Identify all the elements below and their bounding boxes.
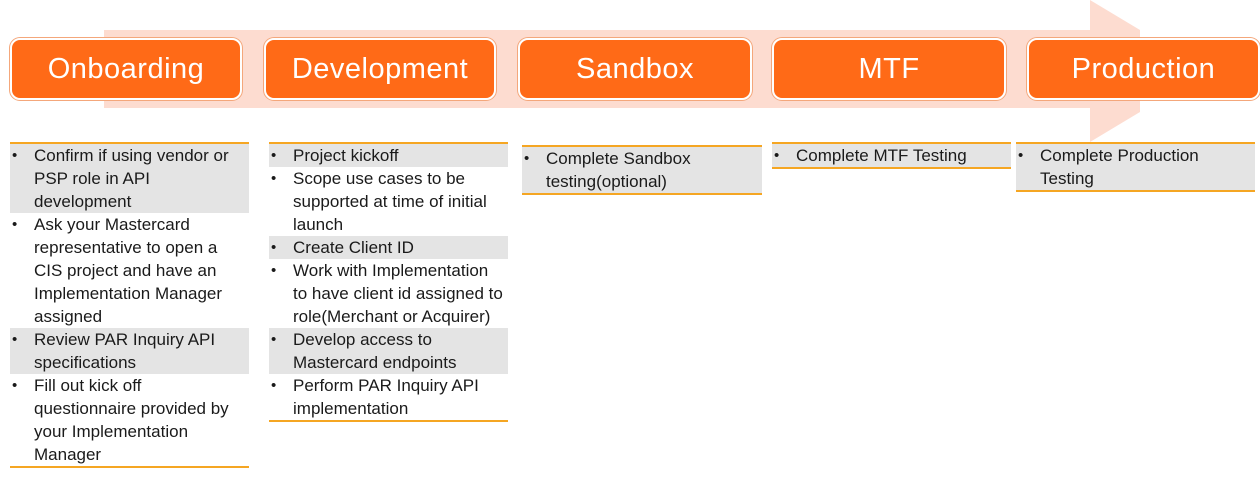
production-tasks: Complete Production Testing — [1016, 142, 1255, 192]
stage-onboarding: Onboarding — [10, 38, 242, 100]
task-item: Confirm if using vendor or PSP role in A… — [10, 144, 249, 213]
task-item: Ask your Mastercard representative to op… — [10, 213, 249, 328]
stage-label: Production — [1071, 52, 1216, 85]
stage-sandbox: Sandbox — [518, 38, 752, 100]
stage-production: Production — [1027, 38, 1260, 100]
task-item: Complete Production Testing — [1016, 144, 1255, 190]
task-item: Scope use cases to be supported at time … — [269, 167, 508, 236]
sandbox-tasks: Complete Sandbox testing(optional) — [522, 145, 762, 195]
task-item: Create Client ID — [269, 236, 508, 259]
mtf-tasks: Complete MTF Testing — [772, 142, 1011, 169]
task-item: Complete MTF Testing — [772, 144, 1011, 167]
development-tasks: Project kickoff Scope use cases to be su… — [269, 142, 508, 422]
stage-label: Sandbox — [576, 52, 694, 85]
task-item: Perform PAR Inquiry API implementation — [269, 374, 508, 420]
task-item: Review PAR Inquiry API specifications — [10, 328, 249, 374]
stage-label: Onboarding — [47, 52, 205, 85]
task-item: Fill out kick off questionnaire provided… — [10, 374, 249, 466]
onboarding-tasks: Confirm if using vendor or PSP role in A… — [10, 142, 249, 468]
stage-mtf: MTF — [772, 38, 1006, 100]
task-item: Develop access to Mastercard endpoints — [269, 328, 508, 374]
task-item: Work with Implementation to have client … — [269, 259, 508, 328]
stage-development: Development — [264, 38, 496, 100]
stage-label: Development — [291, 52, 469, 85]
task-item: Project kickoff — [269, 144, 508, 167]
stage-label: MTF — [858, 52, 920, 85]
task-item: Complete Sandbox testing(optional) — [522, 147, 762, 193]
